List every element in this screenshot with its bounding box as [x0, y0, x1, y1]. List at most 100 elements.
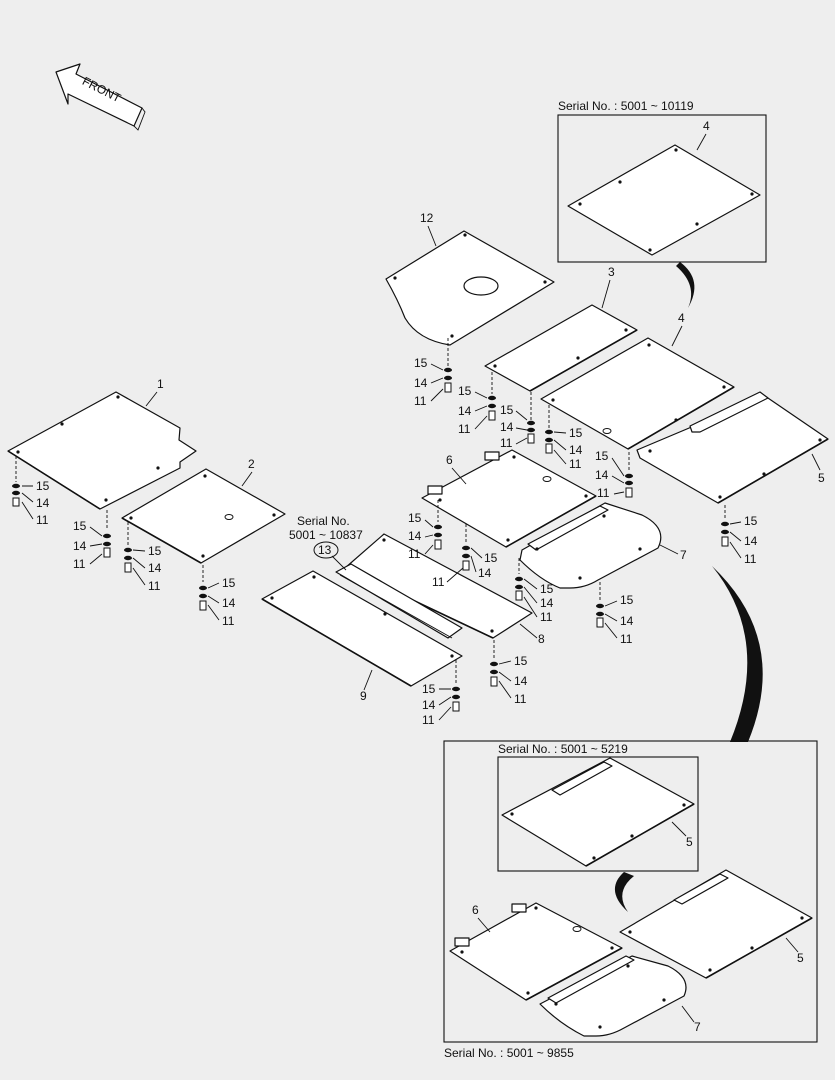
hw-m-14: 14 — [540, 596, 554, 610]
hw-g-14: 14 — [500, 420, 514, 434]
part-8-label: 8 — [538, 632, 545, 646]
hw-o-11: 11 — [514, 692, 527, 706]
part-4-label: 4 — [678, 311, 685, 325]
hw-c-11: 11 — [148, 579, 161, 593]
hw-f-14: 14 — [458, 404, 472, 418]
inset-part-7: 7 — [539, 955, 701, 1037]
hw-n-14: 14 — [620, 614, 634, 628]
part-6-label: 6 — [446, 453, 453, 467]
part-13-strip: Serial No. 5001 ~ 10837 13 — [289, 514, 463, 639]
callout-arrow — [712, 566, 763, 742]
hw-g-15: 15 — [500, 403, 514, 417]
part-9-panel: 9 — [261, 570, 463, 703]
hw-b-11: 11 — [73, 557, 86, 571]
hw-n-11: 11 — [620, 632, 633, 646]
part-13-label: 13 — [318, 543, 332, 557]
hw-i-15: 15 — [595, 449, 609, 463]
hw-c-15: 15 — [148, 544, 162, 558]
hw-d-11: 11 — [222, 614, 235, 628]
hardware-stack-c: 15 14 11 — [124, 522, 162, 593]
hardware-stacks: 15 14 11 15 14 11 15 14 11 — [12, 338, 758, 727]
inset-part-7-label: 7 — [694, 1020, 701, 1034]
hw-k-11: 11 — [408, 547, 421, 561]
hw-d-14: 14 — [222, 596, 236, 610]
hw-k-15: 15 — [408, 511, 422, 525]
serial-13-line1: Serial No. — [297, 514, 350, 528]
part-3-panel: 3 — [484, 265, 638, 392]
hw-j-11: 11 — [744, 552, 757, 566]
hw-h-15: 15 — [569, 426, 583, 440]
hw-c-14: 14 — [148, 561, 162, 575]
hw-a-14: 14 — [36, 496, 50, 510]
hw-e-11: 11 — [414, 394, 427, 408]
hw-e-15: 15 — [414, 356, 428, 370]
part-1-panel: 1 — [7, 377, 197, 510]
hw-o-14: 14 — [514, 674, 528, 688]
hw-f-15: 15 — [458, 384, 472, 398]
part-7-label: 7 — [680, 548, 687, 562]
hardware-stack-j: 15 14 11 — [721, 505, 758, 566]
hw-h-14: 14 — [569, 443, 583, 457]
hw-j-14: 14 — [744, 534, 758, 548]
part-9-label: 9 — [360, 689, 367, 703]
hardware-stack-e: 15 14 11 — [414, 338, 452, 408]
part-7-panel: 7 — [519, 502, 687, 589]
part-5-label: 5 — [818, 471, 825, 485]
part-6-panel: 6 — [421, 449, 597, 548]
hw-a-15: 15 — [36, 479, 50, 493]
part-12-panel: 12 — [385, 211, 555, 346]
hw-p-11: 11 — [422, 713, 435, 727]
inset-part-6: 6 — [449, 902, 623, 1001]
part-1-label: 1 — [157, 377, 164, 391]
hw-b-14: 14 — [73, 539, 87, 553]
hardware-stack-p: 15 14 11 — [422, 660, 460, 727]
hw-p-14: 14 — [422, 698, 436, 712]
hw-f-11: 11 — [458, 422, 471, 436]
hardware-stack-h: 15 14 11 — [545, 405, 583, 471]
hw-d-15: 15 — [222, 576, 236, 590]
hardware-stack-a: 15 14 11 — [12, 456, 50, 527]
hardware-stack-l: 15 14 11 — [432, 524, 498, 589]
inset-serial-9855: Serial No. : 5001 ~ 9855 Serial No. : 50… — [443, 740, 818, 1060]
hw-p-15: 15 — [422, 682, 436, 696]
part-12-label: 12 — [420, 211, 434, 225]
inset-part-5: 5 — [619, 869, 813, 979]
part-2-label: 2 — [248, 457, 255, 471]
hardware-stack-f: 15 14 11 — [458, 372, 496, 436]
hw-n-15: 15 — [620, 593, 634, 607]
hw-k-14: 14 — [408, 529, 422, 543]
hw-i-11: 11 — [597, 486, 610, 500]
serial-label-10119: Serial No. : 5001 ~ 10119 — [558, 99, 694, 113]
inset-serial-10119: Serial No. : 5001 ~ 10119 4 — [557, 99, 767, 308]
inset-part-5-label: 5 — [797, 951, 804, 965]
hw-m-11: 11 — [540, 610, 553, 624]
hw-m-15: 15 — [540, 582, 554, 596]
hw-b-15: 15 — [73, 519, 87, 533]
hw-l-15: 15 — [484, 551, 498, 565]
serial-13-line2: 5001 ~ 10837 — [289, 528, 363, 542]
hw-i-14: 14 — [595, 468, 609, 482]
part-3-label: 3 — [608, 265, 615, 279]
front-arrow: FRONT — [55, 63, 146, 131]
inset-part-6-label: 6 — [472, 903, 479, 917]
hardware-stack-b: 15 14 11 — [73, 510, 111, 571]
hw-l-11: 11 — [432, 575, 445, 589]
inset-inner-5219: Serial No. : 5001 ~ 5219 5 — [497, 742, 699, 872]
hardware-stack-g: 15 14 11 — [500, 392, 535, 450]
hardware-stack-k: 15 14 11 — [408, 500, 442, 561]
hw-h-11: 11 — [569, 457, 582, 471]
hardware-stack-d: 15 14 11 — [199, 565, 236, 628]
hardware-stack-n: 15 14 11 — [596, 582, 634, 646]
hw-g-11: 11 — [500, 436, 513, 450]
hw-a-11: 11 — [36, 513, 49, 527]
hw-o-15: 15 — [514, 654, 528, 668]
hardware-stack-m: 15 14 11 — [515, 558, 554, 624]
part-4-panel: 4 — [540, 311, 735, 450]
hw-e-14: 14 — [414, 376, 428, 390]
inset-5219-part-5-label: 5 — [686, 835, 693, 849]
hardware-stack-i: 15 14 11 — [595, 449, 633, 500]
inset-part-4-label: 4 — [703, 119, 710, 133]
serial-label-5219: Serial No. : 5001 ~ 5219 — [498, 742, 628, 756]
hw-j-15: 15 — [744, 514, 758, 528]
